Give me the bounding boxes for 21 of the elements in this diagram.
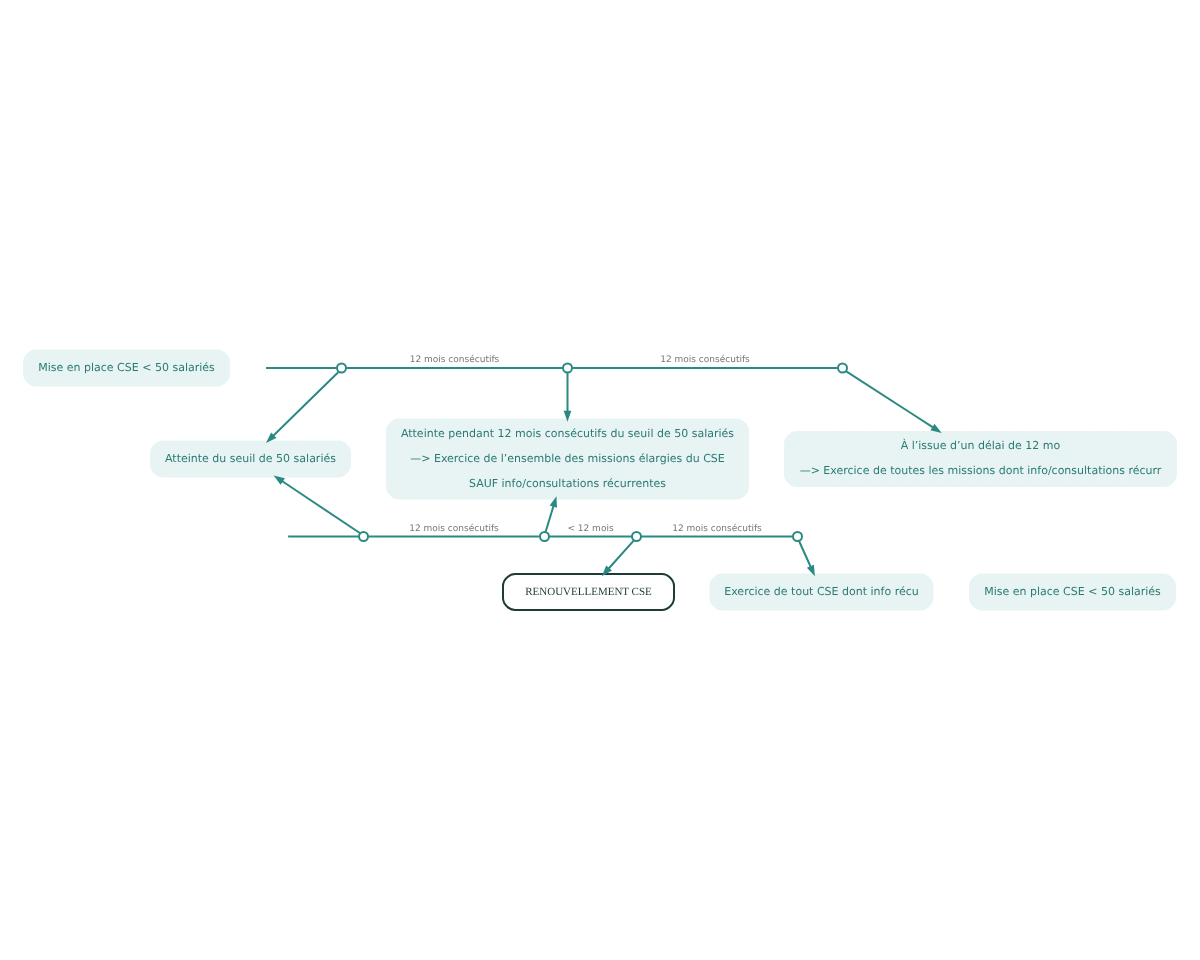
node-circle — [562, 362, 573, 374]
node-circle — [631, 531, 642, 542]
arrow — [844, 370, 942, 433]
arrow — [563, 371, 572, 422]
node-circle — [539, 531, 550, 542]
connector — [345, 367, 564, 369]
arrow — [798, 540, 815, 577]
connector — [548, 535, 633, 538]
connector — [571, 367, 839, 369]
arrow — [273, 475, 362, 535]
connector — [640, 535, 794, 538]
node-circle — [358, 531, 369, 542]
arrow — [544, 496, 557, 533]
arrow — [265, 370, 340, 443]
node-circle — [792, 531, 803, 542]
arrow — [601, 539, 635, 577]
connector — [287, 535, 360, 538]
connector — [265, 367, 338, 369]
node-circle — [837, 362, 848, 374]
node-circle — [336, 362, 347, 374]
connector — [367, 535, 541, 538]
